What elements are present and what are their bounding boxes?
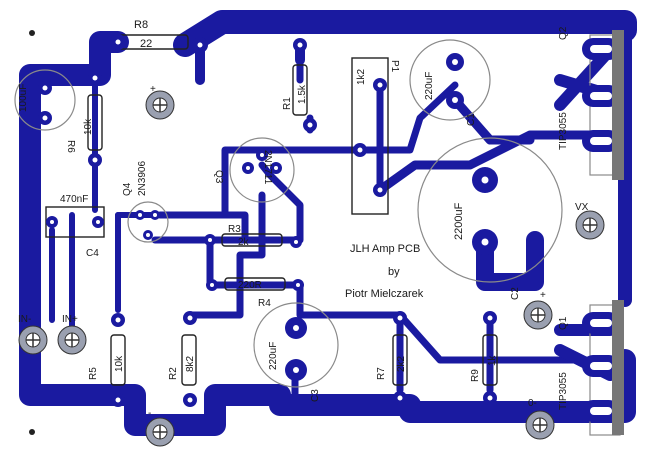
trace-q3-e <box>186 191 266 319</box>
r8-ref: R8 <box>134 19 148 31</box>
r1-ref: R1 <box>282 97 293 110</box>
q4-value: 2N3906 <box>137 161 148 196</box>
terminal-minus-icon[interactable] <box>145 417 175 447</box>
c-left-outline <box>14 69 76 131</box>
r6-ref: R6 <box>65 140 76 153</box>
r5-body <box>110 334 126 386</box>
q2-heatsink <box>612 30 624 180</box>
r2-body <box>181 334 197 386</box>
q2-value: TIP3055 <box>558 112 569 150</box>
q2-ref: Q2 <box>558 26 569 40</box>
terminal-zero-icon[interactable] <box>525 410 555 440</box>
q3-outline <box>229 137 295 203</box>
c3-outline <box>253 302 339 388</box>
q1-value: TIP3055 <box>558 372 569 410</box>
r4-value: 220R <box>238 280 262 291</box>
r6-value: 10k <box>83 118 94 135</box>
mount-hole-icon <box>29 30 35 36</box>
q4-ref: Q4 <box>122 182 133 196</box>
vx-label: VX <box>575 202 589 213</box>
r8-value: 22 <box>140 38 152 50</box>
board-title-line1: JLH Amp PCB <box>350 243 420 255</box>
terminal-c2-plus-icon[interactable] <box>523 300 553 330</box>
r2-ref: R2 <box>168 367 179 380</box>
r6-body <box>87 94 103 151</box>
q4-outline <box>127 201 169 243</box>
r9-value: 1k <box>487 354 498 366</box>
p1-ref: P1 <box>389 60 400 73</box>
c1-big-value: 2200uF <box>453 202 465 240</box>
c1-top-value: 220uF <box>424 72 435 100</box>
in-plus-label: IN+ <box>62 314 78 325</box>
c2-ref: C2 <box>510 287 521 300</box>
q1-heatsink <box>612 300 624 435</box>
trace-r6 <box>49 75 98 213</box>
r4-body <box>224 277 286 291</box>
c3-value: 220uF <box>268 342 279 370</box>
trace-c1-big-neg <box>476 231 544 291</box>
c1-big-outline <box>417 137 563 283</box>
trace-left-verticals <box>49 212 121 333</box>
terminal-in-minus-icon[interactable] <box>18 325 48 355</box>
p1-value: 1k2 <box>356 68 367 85</box>
trace-q4-r3 <box>221 211 249 244</box>
r1-value: 1.5k <box>297 84 308 104</box>
c3-ref: C3 <box>310 389 321 402</box>
q3-value: 2N1711 <box>262 150 273 185</box>
board-title-line2: by <box>388 266 400 278</box>
c1-top-ref: C1 <box>466 113 477 126</box>
r4-ref: R4 <box>258 298 271 309</box>
p1-body <box>351 57 389 215</box>
trace-p1-c1 <box>356 81 459 154</box>
c4-value: 470nF <box>60 194 88 205</box>
r7-ref: R7 <box>376 367 387 380</box>
pads <box>29 30 624 435</box>
r3-body <box>221 233 283 247</box>
terminal-in-plus-icon[interactable] <box>57 325 87 355</box>
r9-ref: R9 <box>470 369 481 382</box>
r3-ref: R3 <box>228 224 241 235</box>
r1-body <box>292 64 308 116</box>
trace-output-top <box>375 130 615 195</box>
r7-body <box>392 334 408 386</box>
c-left-value: 100uF <box>18 84 29 112</box>
trace-ground-frame <box>19 31 636 436</box>
terminal-vx-icon[interactable] <box>575 210 605 240</box>
q1-ref: Q1 <box>558 316 569 330</box>
c1-top-outline <box>409 39 491 121</box>
r2-value: 8k2 <box>185 355 196 372</box>
in-minus-label: IN- <box>18 314 31 325</box>
trace-c1-link <box>450 95 535 145</box>
mount-hole-icon <box>29 429 35 435</box>
terminal-plus-icon[interactable] <box>145 90 175 120</box>
r5-ref: R5 <box>88 367 99 380</box>
board-title-line3: Piotr Mielczarek <box>345 288 424 300</box>
plus-label: + <box>150 84 156 95</box>
r7-value: 2k2 <box>396 355 407 372</box>
silkscreen-labels: R8 22 100uF R6 10k R1 1.5k 1k2 P1 220uF … <box>18 19 589 419</box>
r5-value: 10k <box>114 355 125 372</box>
terminals[interactable] <box>18 90 605 447</box>
c4-ref: C4 <box>86 248 99 259</box>
minus-label: - <box>148 408 151 419</box>
c2-plus-label: + <box>540 290 546 301</box>
zero-label: 0- <box>528 398 537 409</box>
r3-value: 2k <box>238 237 250 248</box>
trace-top-drops <box>195 40 305 85</box>
trace-q4-q3 <box>156 146 364 219</box>
r9-body <box>482 334 498 386</box>
q3-ref: Q3 <box>213 170 224 184</box>
